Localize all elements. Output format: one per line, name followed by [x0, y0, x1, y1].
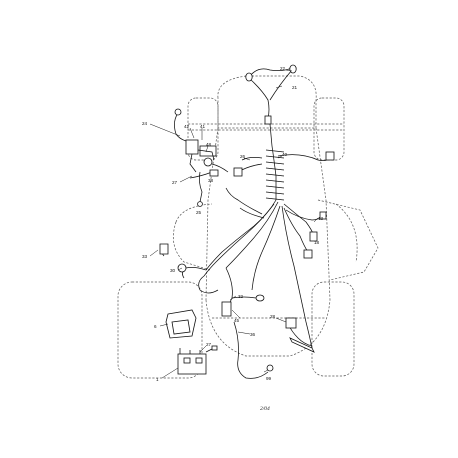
callout-27-upper: 27 [172, 180, 178, 185]
callout-25: 25 [196, 210, 202, 215]
callout-42: 42 [184, 124, 190, 129]
ignition-switch-assembly [174, 108, 229, 207]
clutch-switch-icon [319, 211, 327, 220]
headlight-left-icon [245, 72, 253, 82]
callout-41: 41 [200, 124, 206, 129]
reverse-switch-icon [303, 249, 313, 259]
callout-45: 45 [234, 318, 240, 323]
starter-cable-end-icon [266, 364, 274, 372]
ground-terminal-icon [197, 201, 203, 207]
leader-lines [149, 69, 319, 379]
solenoid-connector-icon [233, 167, 243, 177]
battery-cable-icon [211, 345, 218, 351]
battery-terminal-icon [195, 357, 203, 364]
seat-switch-connector-icon [325, 151, 335, 161]
callout-33: 33 [142, 254, 148, 259]
callout-26: 26 [240, 154, 246, 159]
callout-48: 48 [206, 142, 212, 147]
callout-13: 13 [318, 216, 324, 221]
battery-box-inner-icon [171, 319, 191, 335]
headlight-right-icon [289, 64, 297, 74]
callout-1: 1 [156, 377, 159, 382]
tractor-outline [117, 75, 379, 379]
key-switch-icon [185, 139, 199, 155]
callout-38: 38 [208, 178, 214, 183]
callout-27-lower: 27 [206, 342, 212, 347]
callout-24: 24 [142, 121, 148, 126]
callout-40: 40 [282, 152, 288, 157]
callout-30: 30 [170, 268, 176, 273]
callout-18: 18 [314, 240, 320, 245]
battery-assembly [165, 309, 315, 379]
battery-icon [177, 353, 207, 375]
callout-28: 28 [270, 314, 276, 319]
callout-99: 99 [266, 376, 272, 381]
fuel-solenoid-icon [159, 243, 169, 255]
pto-switch-connector-icon [309, 231, 318, 242]
diagram-code: 2/04 [260, 405, 270, 412]
light-switch-icon [203, 157, 213, 167]
engine-connectors [159, 243, 265, 317]
fuse-holder-icon [255, 294, 265, 302]
battery-terminal-icon [183, 357, 191, 364]
headlight-harness [245, 64, 297, 125]
callout-36: 36 [250, 332, 256, 337]
callout-6: 6 [154, 324, 157, 329]
ammeter-connector-icon [209, 169, 219, 177]
callout-21: 21 [292, 85, 298, 90]
ground-strap-icon [289, 337, 315, 353]
harness-coil-icon [265, 149, 285, 201]
ignition-key-icon [174, 108, 182, 116]
main-harness [203, 123, 335, 349]
engine-ground-connector-icon [221, 301, 232, 317]
starter-solenoid-icon [285, 317, 297, 329]
headlight-connector-icon [264, 115, 272, 125]
callout-labels: 22 21 24 42 41 48 26 38 27 25 40 13 18 3… [142, 66, 324, 382]
callout-32: 32 [238, 294, 244, 299]
callout-22: 22 [280, 66, 286, 71]
